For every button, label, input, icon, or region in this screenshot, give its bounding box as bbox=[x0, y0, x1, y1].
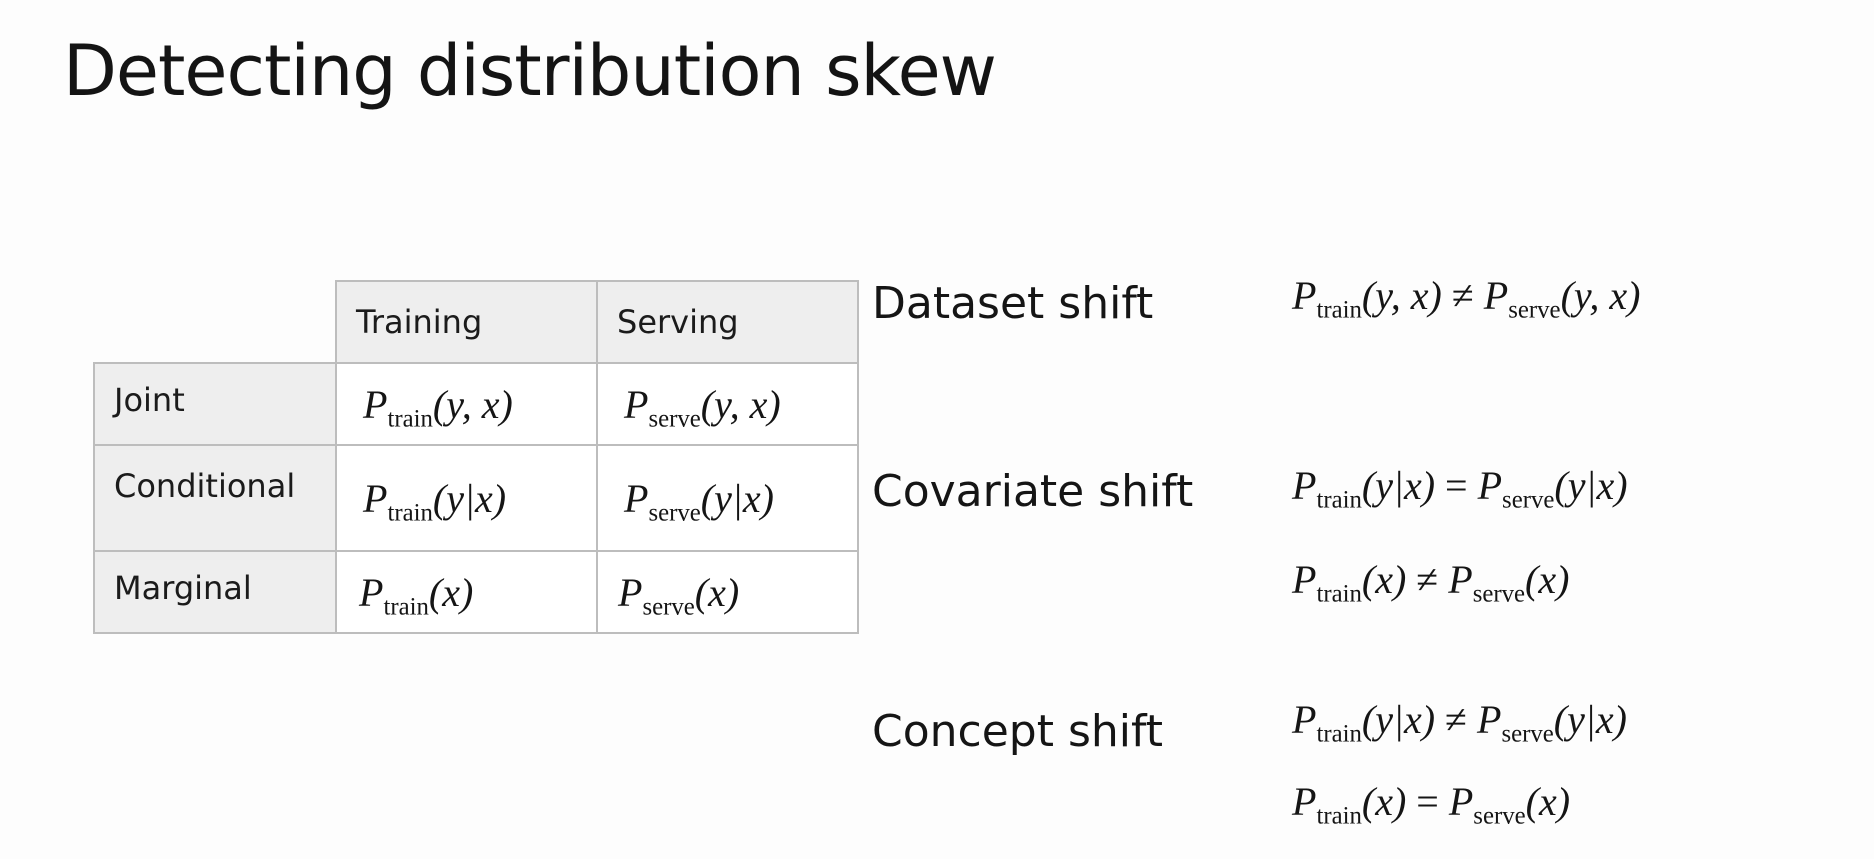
concept-shift-label: Concept shift bbox=[872, 706, 1163, 757]
table-row-conditional: Conditional Ptrain(y|x) Pserve(y|x) bbox=[93, 444, 859, 552]
row-label-marginal: Marginal bbox=[114, 569, 252, 607]
cell-conditional-serve: Pserve(y|x) bbox=[596, 444, 859, 552]
dataset-shift-formula: Ptrain(y, x)≠Pserve(y, x) bbox=[1292, 273, 1641, 324]
math-conditional-train: Ptrain(y|x) bbox=[363, 475, 507, 527]
cell-joint-serve: Pserve(y, x) bbox=[596, 362, 859, 446]
cell-conditional-train: Ptrain(y|x) bbox=[335, 444, 598, 552]
covariate-shift-formula-marginal: Ptrain(x)≠Pserve(x) bbox=[1292, 557, 1570, 608]
concept-shift-formula-marginal: Ptrain(x)=Pserve(x) bbox=[1292, 779, 1571, 830]
row-label-conditional: Conditional bbox=[114, 467, 296, 505]
row-header-joint: Joint bbox=[93, 362, 337, 446]
table-row-marginal: Marginal Ptrain(x) Pserve(x) bbox=[93, 550, 859, 634]
cell-joint-train: Ptrain(y, x) bbox=[335, 362, 598, 446]
column-header-serving: Serving bbox=[596, 280, 859, 364]
table-corner-blank bbox=[94, 281, 337, 364]
covariate-shift-label: Covariate shift bbox=[872, 466, 1194, 517]
concept-shift-formula-conditional: Ptrain(y|x)≠Pserve(y|x) bbox=[1292, 697, 1627, 748]
table-row-joint: Joint Ptrain(y, x) Pserve(y, x) bbox=[93, 362, 859, 446]
dataset-shift-label: Dataset shift bbox=[872, 278, 1154, 329]
math-conditional-serve: Pserve(y|x) bbox=[624, 475, 774, 527]
table-header-row: Training Serving bbox=[94, 280, 859, 364]
column-header-training: Training bbox=[335, 280, 598, 364]
math-marginal-serve: Pserve(x) bbox=[618, 569, 740, 621]
covariate-shift-formula-conditional: Ptrain(y|x)=Pserve(y|x) bbox=[1292, 463, 1628, 514]
math-joint-train: Ptrain(y, x) bbox=[363, 381, 513, 433]
math-joint-serve: Pserve(y, x) bbox=[624, 381, 781, 433]
row-header-marginal: Marginal bbox=[93, 550, 337, 634]
cell-marginal-serve: Pserve(x) bbox=[596, 550, 859, 634]
row-header-conditional: Conditional bbox=[93, 444, 337, 552]
distribution-table: Training Serving Joint Ptrain(y, x) Pser… bbox=[93, 280, 859, 634]
slide-title: Detecting distribution skew bbox=[63, 30, 997, 112]
math-marginal-train: Ptrain(x) bbox=[359, 569, 474, 621]
row-label-joint: Joint bbox=[114, 381, 185, 419]
cell-marginal-train: Ptrain(x) bbox=[335, 550, 598, 634]
